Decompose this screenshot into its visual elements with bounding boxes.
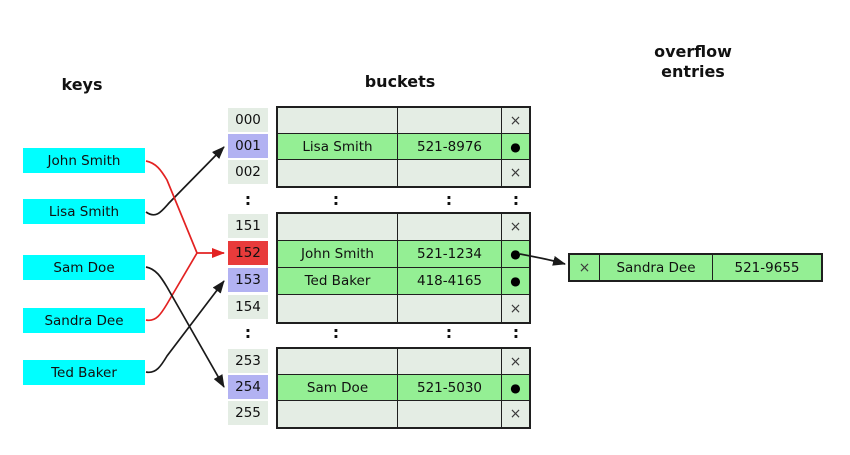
- bucket-index-154: 154: [228, 295, 268, 319]
- ellipsis-separator: :: [512, 190, 520, 209]
- key-box-lisa-smith: Lisa Smith: [23, 199, 145, 224]
- connector-john-to-junction: [145, 160, 198, 254]
- pointer-dot-icon: ●: [510, 139, 521, 154]
- bucket-cell-name: [278, 401, 398, 427]
- bucket-row-000: ×: [278, 108, 529, 134]
- overflow-label-line2: entries: [661, 62, 725, 81]
- bucket-row-151: ×: [278, 214, 529, 241]
- bucket-index-000: 000: [228, 108, 268, 132]
- overflow-cell-phone: 521-9655: [734, 259, 800, 276]
- bucket-cell-phone: [398, 214, 502, 240]
- bucket-row-253: ×: [278, 349, 529, 375]
- bucket-table-group-2: × John Smith 521-1234 ● Ted Baker 418-41…: [276, 212, 531, 324]
- bucket-cell-phone: [398, 295, 502, 322]
- null-pointer-icon: ×: [509, 112, 522, 129]
- null-pointer-icon: ×: [509, 165, 522, 181]
- bucket-index-152: 152: [228, 241, 268, 265]
- key-label: Ted Baker: [51, 364, 117, 381]
- bucket-cell-name: [278, 214, 398, 240]
- bucket-cell-phone: 521-8976: [398, 134, 502, 159]
- null-pointer-icon: ×: [509, 406, 522, 422]
- bucket-row-255: ×: [278, 401, 529, 427]
- key-label: Sandra Dee: [44, 312, 124, 329]
- bucket-cell-phone: [398, 108, 502, 133]
- overflow-label-line1: overflow: [654, 42, 732, 61]
- connector-lisa-to-001: [145, 146, 225, 216]
- buckets-column-label: buckets: [364, 72, 436, 91]
- overflow-cell-name: Sandra Dee: [600, 255, 713, 280]
- bucket-row-152: John Smith 521-1234 ●: [278, 241, 529, 268]
- ellipsis-separator: :: [445, 323, 453, 342]
- bucket-cell-name: Lisa Smith: [278, 134, 398, 159]
- connector-sandra-to-junction: [145, 252, 198, 322]
- ellipsis-separator: :: [244, 323, 252, 342]
- bucket-cell-phone: [398, 401, 502, 427]
- bucket-index-255: 255: [228, 401, 268, 425]
- ellipsis-separator: :: [244, 190, 252, 209]
- ellipsis-separator: :: [512, 323, 520, 342]
- keys-column-label: keys: [61, 75, 103, 94]
- null-pointer-icon: ×: [509, 219, 522, 235]
- bucket-cell-name: [278, 295, 398, 322]
- ellipsis-separator: :: [445, 190, 453, 209]
- bucket-cell-phone: 521-5030: [398, 375, 502, 400]
- key-label: John Smith: [47, 152, 121, 169]
- bucket-cell-name: [278, 108, 398, 133]
- bucket-row-002: ×: [278, 160, 529, 186]
- bucket-index-254: 254: [228, 375, 268, 399]
- bucket-index-002: 002: [228, 160, 268, 184]
- key-label: Sam Doe: [53, 259, 115, 276]
- pointer-dot-icon: ●: [510, 274, 521, 288]
- bucket-cell-name: John Smith: [278, 241, 398, 267]
- bucket-cell-phone: [398, 349, 502, 374]
- ellipsis-separator: :: [332, 190, 340, 209]
- key-label: Lisa Smith: [48, 203, 120, 220]
- ellipsis-separator: :: [332, 323, 340, 342]
- pointer-dot-icon: ●: [510, 380, 521, 395]
- connector-sam-to-254: [145, 266, 225, 388]
- bucket-row-153: Ted Baker 418-4165 ●: [278, 268, 529, 295]
- null-pointer-icon: ×: [570, 255, 600, 280]
- key-box-sam-doe: Sam Doe: [23, 255, 145, 280]
- overflow-entries-label: overflow entries: [622, 42, 764, 82]
- bucket-index-151: 151: [228, 214, 268, 238]
- null-pointer-icon: ×: [509, 300, 522, 317]
- bucket-cell-phone: [398, 160, 502, 186]
- null-pointer-icon: ×: [509, 353, 522, 370]
- overflow-entry-box: × Sandra Dee 521-9655: [568, 253, 823, 282]
- bucket-index-153: 153: [228, 268, 268, 292]
- key-box-john-smith: John Smith: [23, 148, 145, 173]
- pointer-dot-icon: ●: [510, 247, 521, 261]
- bucket-index-253: 253: [228, 349, 268, 373]
- bucket-cell-phone: 418-4165: [398, 268, 502, 294]
- bucket-cell-phone: 521-1234: [398, 241, 502, 267]
- key-box-sandra-dee: Sandra Dee: [23, 308, 145, 333]
- connector-ted-to-153: [145, 280, 225, 374]
- bucket-cell-name: Sam Doe: [278, 375, 398, 400]
- bucket-table-group-3: × Sam Doe 521-5030 ● ×: [276, 347, 531, 429]
- bucket-row-254: Sam Doe 521-5030 ●: [278, 375, 529, 401]
- key-box-ted-baker: Ted Baker: [23, 360, 145, 385]
- bucket-row-001: Lisa Smith 521-8976 ●: [278, 134, 529, 160]
- bucket-cell-name: Ted Baker: [278, 268, 398, 294]
- bucket-index-001: 001: [228, 134, 268, 158]
- bucket-cell-name: [278, 349, 398, 374]
- bucket-cell-name: [278, 160, 398, 186]
- bucket-table-group-1: × Lisa Smith 521-8976 ● ×: [276, 106, 531, 188]
- bucket-row-154: ×: [278, 295, 529, 322]
